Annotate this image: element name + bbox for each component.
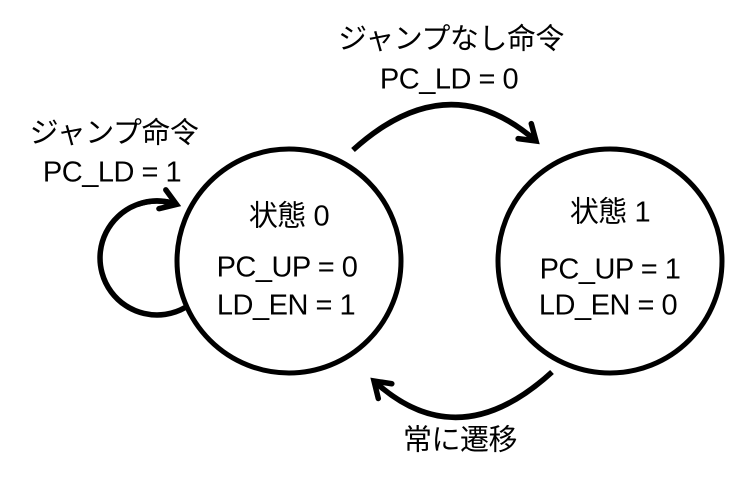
state-0-circle: [174, 146, 404, 376]
state-1-output-1-label: PC_UP = 1: [539, 253, 681, 286]
self-loop-condition-label: ジャンプ命令: [29, 117, 199, 150]
top-transition-condition-label: ジャンプなし命令: [338, 23, 564, 56]
top-transition-action-label: PC_LD = 0: [379, 63, 519, 96]
state-0-output-2-label: LD_EN = 1: [216, 289, 356, 322]
state-1-circle: [495, 146, 725, 376]
transition-arc-top: [351, 101, 540, 153]
transition-arc-bottom: [370, 369, 554, 421]
bottom-transition-condition-label: 常に遷移: [402, 424, 518, 457]
self-loop-action-label: PC_LD = 1: [42, 156, 182, 189]
state-1-name-label: 状態 1: [569, 196, 651, 229]
state-0-name-label: 状態 0: [248, 200, 330, 233]
state-1-output-2-label: LD_EN = 0: [538, 289, 678, 322]
self-loop-arrowhead: [136, 187, 182, 212]
state-0-output-1-label: PC_UP = 0: [216, 251, 358, 284]
